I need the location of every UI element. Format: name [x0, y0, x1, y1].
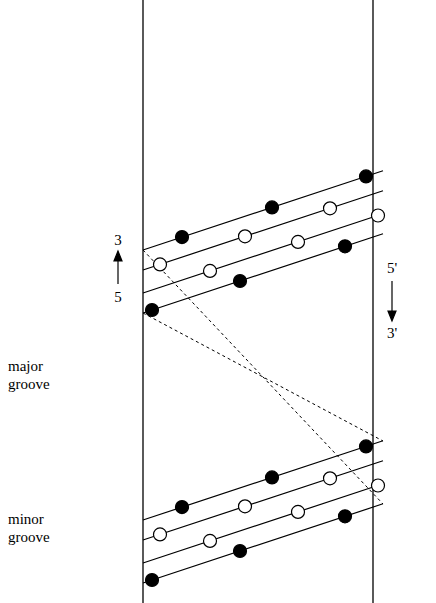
filled-atom — [146, 574, 159, 587]
base-pair-line — [143, 461, 383, 540]
filled-atom — [339, 510, 352, 523]
open-atom — [204, 534, 217, 547]
groove-guides — [143, 250, 383, 504]
dashed-guide — [143, 313, 383, 441]
base-pair-line — [143, 171, 383, 250]
dashed-guide — [143, 250, 383, 504]
filled-atom — [234, 545, 247, 558]
backbone-line — [142, 0, 143, 603]
filled-atom — [176, 231, 189, 244]
open-atom — [292, 235, 305, 248]
base-pair-lines — [143, 171, 383, 583]
arrow-head — [388, 311, 396, 321]
groove-label: minor groove — [8, 510, 66, 546]
filled-atom — [266, 471, 279, 484]
arrow-head — [114, 251, 122, 261]
open-atom — [292, 505, 305, 518]
strand-end-label: 3' — [380, 324, 404, 342]
open-atom — [239, 500, 252, 513]
filled-atom — [360, 440, 373, 453]
filled-atom — [339, 240, 352, 253]
open-atom — [372, 209, 385, 222]
base-pair-line — [143, 234, 383, 313]
filled-atom — [360, 170, 373, 183]
base-pair-line — [143, 484, 383, 563]
groove-label: major groove — [8, 357, 66, 393]
open-atom — [324, 472, 337, 485]
filled-atoms — [146, 170, 373, 587]
open-atoms — [154, 202, 385, 548]
base-pair-line — [143, 214, 383, 293]
arrow-shaft — [117, 258, 118, 284]
base-pair-line — [143, 191, 383, 270]
filled-atom — [266, 201, 279, 214]
arrow-shaft — [391, 281, 392, 314]
strand-end-label: 3 — [106, 231, 130, 249]
backbone-line — [372, 0, 373, 603]
strand-end-label: 5 — [106, 288, 130, 306]
open-atom — [204, 264, 217, 277]
open-atom — [154, 528, 167, 541]
strand-end-label: 5' — [380, 259, 404, 277]
open-atom — [239, 230, 252, 243]
open-atom — [154, 258, 167, 271]
open-atom — [324, 202, 337, 215]
base-pair-line — [143, 441, 383, 520]
open-atom — [372, 479, 385, 492]
filled-atom — [176, 501, 189, 514]
direction-arrows — [114, 251, 396, 321]
base-pair-line — [143, 504, 383, 583]
filled-atom — [234, 275, 247, 288]
filled-atom — [146, 304, 159, 317]
